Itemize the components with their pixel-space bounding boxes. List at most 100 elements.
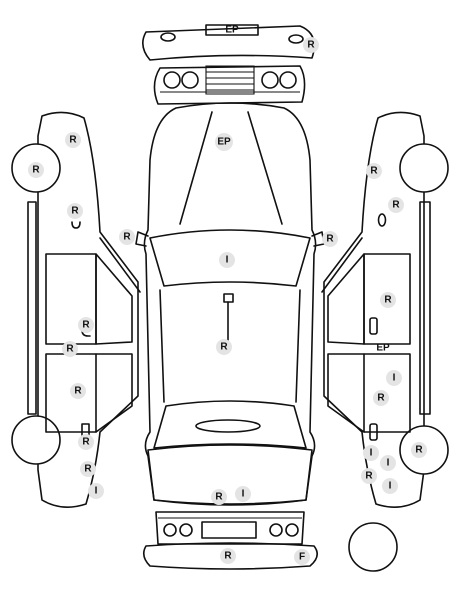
marker-left-fender-lower: R (67, 203, 83, 219)
marker-badge (62, 341, 78, 357)
marker-left-rear-door-1: R (70, 383, 86, 399)
marker-code: R (71, 206, 79, 217)
left-side (11, 111, 141, 508)
marker-right-front-door: R (380, 292, 396, 308)
marker-code: EP (217, 137, 231, 148)
marker-badge (211, 489, 227, 505)
marker-code: I (95, 486, 98, 497)
marker-badge (303, 37, 319, 53)
marker-code: R (74, 386, 82, 397)
marker-windshield: I (219, 252, 235, 268)
marker-badge (411, 442, 427, 458)
marker-badge (88, 483, 104, 499)
marker-code: R (392, 200, 400, 211)
marker-badge (70, 383, 86, 399)
marker-code: R (326, 234, 334, 245)
marker-rear-trunk-2: I (235, 486, 251, 502)
marker-badge (294, 549, 310, 565)
marker-badge (235, 486, 251, 502)
marker-code: R (377, 393, 385, 404)
marker-rear-bumper-2: F (294, 549, 310, 565)
marker-code: R (32, 165, 40, 176)
marker-code: R (82, 320, 90, 331)
marker-right-quarter-4: I (382, 478, 398, 494)
marker-code: R (123, 232, 131, 243)
marker-left-front-door-1: R (78, 317, 94, 333)
marker-code: R (384, 295, 392, 306)
marker-badge (78, 317, 94, 333)
marker-left-mirror: R (119, 229, 135, 245)
marker-badge (215, 133, 233, 151)
marker-code: I (226, 255, 229, 266)
marker-left-quarter-1: R (80, 461, 96, 477)
marker-code: R (69, 135, 77, 146)
marker-front-bumper-right: R (303, 37, 319, 53)
marker-right-quarter-1: I (363, 445, 379, 461)
marker-front-bumper-code: EP (225, 25, 239, 36)
rear-lights (155, 511, 305, 545)
marker-badge (119, 229, 135, 245)
marker-badge (78, 434, 94, 450)
marker-code: R (220, 342, 228, 353)
marker-right-rear-door-2: R (373, 390, 389, 406)
marker-right-quarter-2: I (380, 455, 396, 471)
marker-left-quarter-2: I (88, 483, 104, 499)
marker-code: R (66, 344, 74, 355)
front-grille (153, 65, 306, 105)
rear-bumper (142, 542, 318, 570)
marker-code: R (415, 445, 423, 456)
spare-wheel (348, 522, 398, 572)
marker-right-rear-door-1: I (386, 370, 402, 386)
marker-left-front-fender: R (65, 132, 81, 148)
marker-code: I (370, 448, 373, 459)
marker-right-pillar: EP (376, 343, 390, 354)
marker-right-mirror: R (322, 231, 338, 247)
marker-code: R (82, 437, 90, 448)
marker-roof: R (216, 339, 232, 355)
marker-badge (388, 197, 404, 213)
marker-left-front-wheel: R (28, 162, 44, 178)
marker-right-front-fender-2: R (388, 197, 404, 213)
marker-badge (373, 390, 389, 406)
marker-code: I (393, 373, 396, 384)
marker-badge (382, 478, 398, 494)
marker-hood: EP (215, 133, 233, 151)
marker-right-quarter-3: R (361, 468, 377, 484)
marker-rear-bumper-1: R (220, 548, 236, 564)
marker-badge (322, 231, 338, 247)
marker-badge (219, 252, 235, 268)
marker-badge (67, 203, 83, 219)
marker-badge (361, 468, 377, 484)
marker-badge (220, 548, 236, 564)
marker-rear-trunk-1: R (211, 489, 227, 505)
marker-code: R (365, 471, 373, 482)
marker-badge (216, 339, 232, 355)
marker-code: R (307, 40, 315, 51)
right-side (321, 111, 449, 508)
marker-code: EP (225, 25, 239, 36)
marker-badge (386, 370, 402, 386)
marker-badge (380, 455, 396, 471)
marker-code: R (84, 464, 92, 475)
marker-badge (65, 132, 81, 148)
marker-left-rear-door-2: R (78, 434, 94, 450)
marker-badge (366, 163, 382, 179)
marker-code: I (389, 481, 392, 492)
marker-right-front-fender-1: R (366, 163, 382, 179)
marker-code: R (370, 166, 378, 177)
marker-code: I (242, 489, 245, 500)
marker-right-rear-wheel: R (411, 442, 427, 458)
marker-badge (80, 461, 96, 477)
marker-badge (363, 445, 379, 461)
marker-code: R (224, 551, 232, 562)
marker-left-front-door-2: R (62, 341, 78, 357)
marker-code: EP (376, 343, 390, 354)
marker-code: F (299, 552, 305, 563)
marker-code: I (387, 458, 390, 469)
car-body-top (135, 102, 325, 506)
marker-badge (380, 292, 396, 308)
marker-badge (28, 162, 44, 178)
